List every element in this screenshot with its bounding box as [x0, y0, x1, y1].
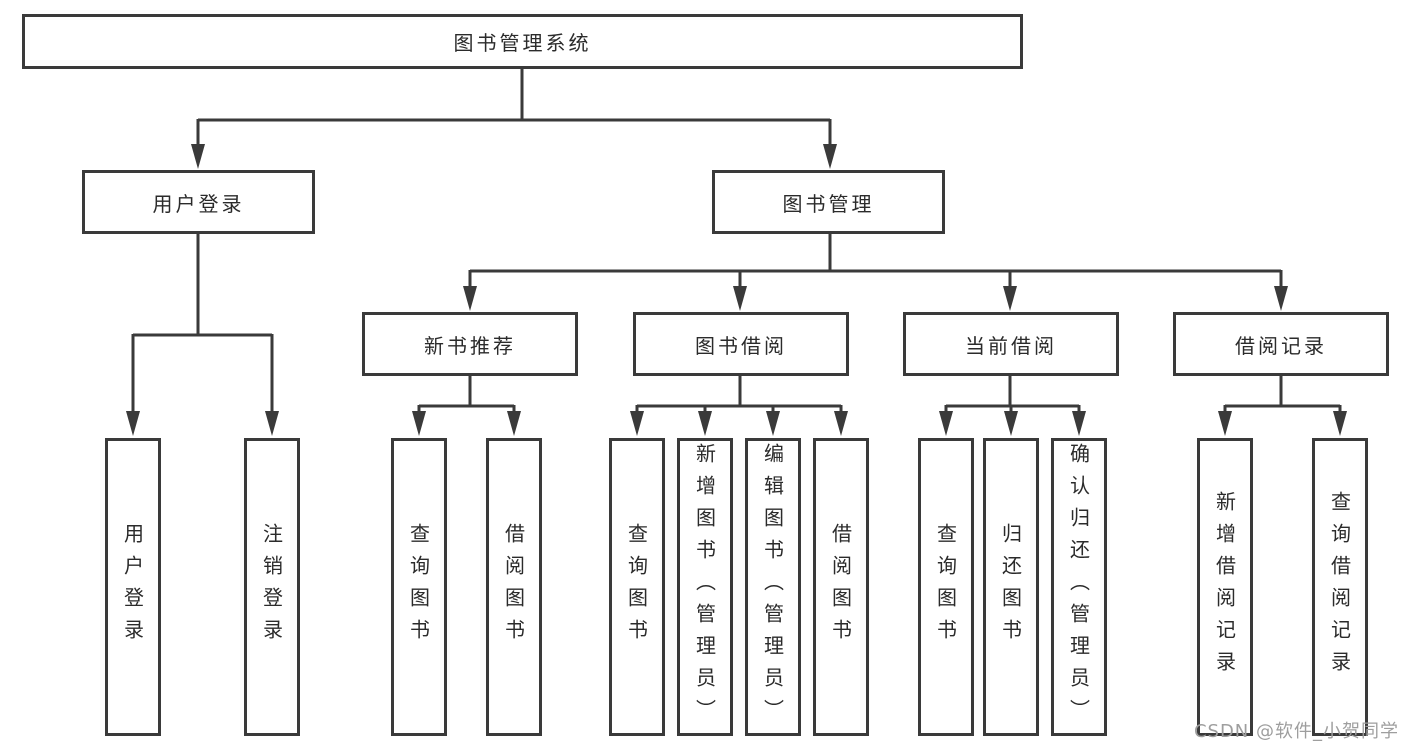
- node-label: 当前借阅: [965, 333, 1057, 358]
- node-label: 查询图书: [624, 523, 649, 651]
- leaf-edit-books-admin: 编辑图书（管理员）: [745, 438, 801, 736]
- leaf-borrow-books: 借阅图书: [486, 438, 542, 736]
- leaf-add-books-admin: 新增图书（管理员）: [677, 438, 733, 736]
- node-label: 查询图书: [933, 523, 958, 651]
- node-label: 借阅图书: [501, 523, 526, 651]
- node-user-login: 用户登录: [82, 170, 315, 234]
- node-label: 图书借阅: [695, 333, 787, 358]
- leaf-query-books: 查询图书: [918, 438, 974, 736]
- node-new-book-recommendation: 新书推荐: [362, 312, 578, 376]
- node-label: 新书推荐: [424, 333, 516, 358]
- csdn-watermark: CSDN @软件_小贺同学: [1193, 721, 1399, 742]
- leaf-return-books: 归还图书: [983, 438, 1039, 736]
- node-label: 编辑图书（管理员）: [760, 443, 785, 731]
- node-book-borrowing: 图书借阅: [633, 312, 849, 376]
- leaf-query-books: 查询图书: [609, 438, 665, 736]
- node-label: 新增图书（管理员）: [692, 443, 717, 731]
- node-label: 图书管理: [782, 191, 875, 216]
- leaf-query-books: 查询图书: [391, 438, 447, 736]
- leaf-add-borrow-record: 新增借阅记录: [1197, 438, 1253, 736]
- leaf-user-login: 用户登录: [105, 438, 161, 736]
- node-label: 注销登录: [259, 523, 284, 651]
- node-label: 归还图书: [998, 523, 1023, 651]
- node-label: 新增借阅记录: [1212, 491, 1237, 683]
- node-label: 借阅记录: [1235, 333, 1327, 358]
- node-label: 查询借阅记录: [1327, 491, 1352, 683]
- node-borrowing-records: 借阅记录: [1173, 312, 1389, 376]
- node-label: 图书管理系统: [453, 31, 592, 55]
- leaf-query-borrow-record: 查询借阅记录: [1312, 438, 1368, 736]
- node-label: 用户登录: [120, 523, 145, 651]
- node-label: 查询图书: [406, 523, 431, 651]
- node-current-borrowing: 当前借阅: [903, 312, 1119, 376]
- leaf-borrow-books: 借阅图书: [813, 438, 869, 736]
- leaf-confirm-return-admin: 确认归还（管理员）: [1051, 438, 1107, 736]
- node-label: 用户登录: [152, 191, 245, 216]
- leaf-logout: 注销登录: [244, 438, 300, 736]
- node-label: 借阅图书: [828, 523, 853, 651]
- node-label: 确认归还（管理员）: [1066, 443, 1091, 731]
- node-book-management: 图书管理: [712, 170, 945, 234]
- node-library-management-system: 图书管理系统: [22, 14, 1023, 69]
